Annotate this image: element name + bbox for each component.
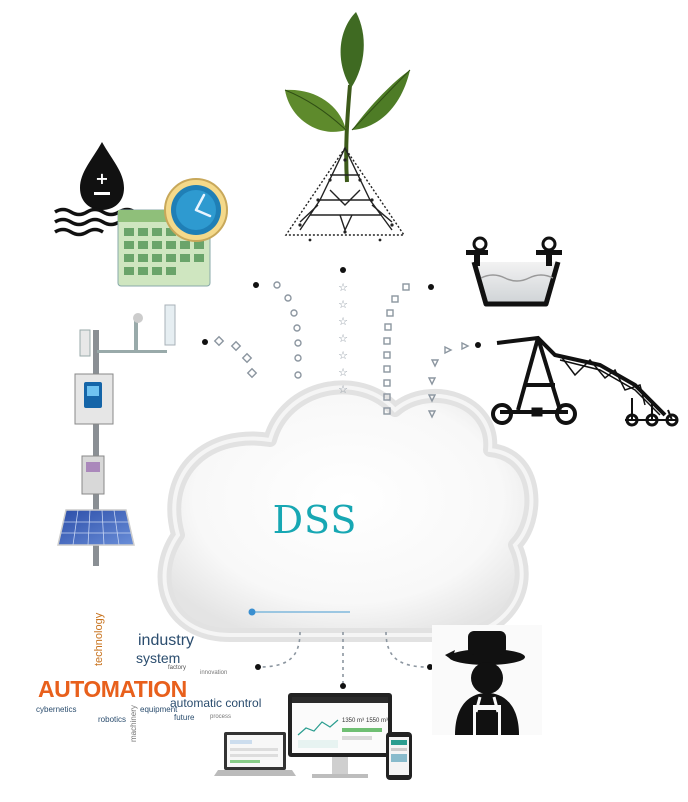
word-future: future [174, 713, 195, 722]
weather-station-icon [57, 304, 176, 566]
word-technology: technology [93, 612, 105, 666]
svg-text:☆: ☆ [338, 282, 348, 294]
plant-soil-icon [284, 12, 411, 242]
word-process: process [210, 714, 232, 720]
word-system: system [136, 650, 181, 666]
svg-text:☆: ☆ [338, 367, 348, 379]
pivot-irrigation-icon [491, 335, 679, 427]
dss-label: DSS [272, 498, 358, 542]
automation-word-cloud: technology industry system factory AUTOM… [30, 613, 261, 742]
word-industry: industry [138, 632, 195, 649]
farmer-icon [432, 625, 542, 735]
word-cybernetics: cybernetics [36, 705, 77, 714]
word-innovation: innovation [200, 670, 228, 676]
connector-lines: ☆ ☆ ☆ ☆ ☆ ☆ ☆ [202, 267, 481, 419]
svg-text:☆: ☆ [338, 384, 348, 396]
svg-text:☆: ☆ [338, 350, 348, 362]
dashboard-value-2: 1550 m³ [366, 718, 388, 724]
word-equipment: equipment [140, 705, 178, 714]
bottom-connectors [257, 631, 429, 684]
word-robotics: robotics [98, 715, 127, 724]
dashboard-value-1: 1350 m³ [342, 718, 364, 724]
automation-main-word: AUTOMATION [38, 676, 187, 702]
bottom-connector-dots [255, 664, 433, 689]
dashboard-devices-icon: 1350 m³ 1550 m³ [214, 693, 412, 780]
svg-text:☆: ☆ [338, 299, 348, 311]
dss-cloud [157, 380, 539, 643]
word-factory: factory [168, 665, 187, 671]
word-automatic-control: automatic control [170, 696, 262, 710]
word-machinery: machinery [129, 705, 138, 742]
svg-text:☆: ☆ [338, 333, 348, 345]
svg-text:☆: ☆ [338, 316, 348, 328]
water-level-calendar-icon: + [54, 142, 228, 287]
svg-text:+: + [95, 169, 108, 188]
water-tank-icon [466, 236, 562, 307]
